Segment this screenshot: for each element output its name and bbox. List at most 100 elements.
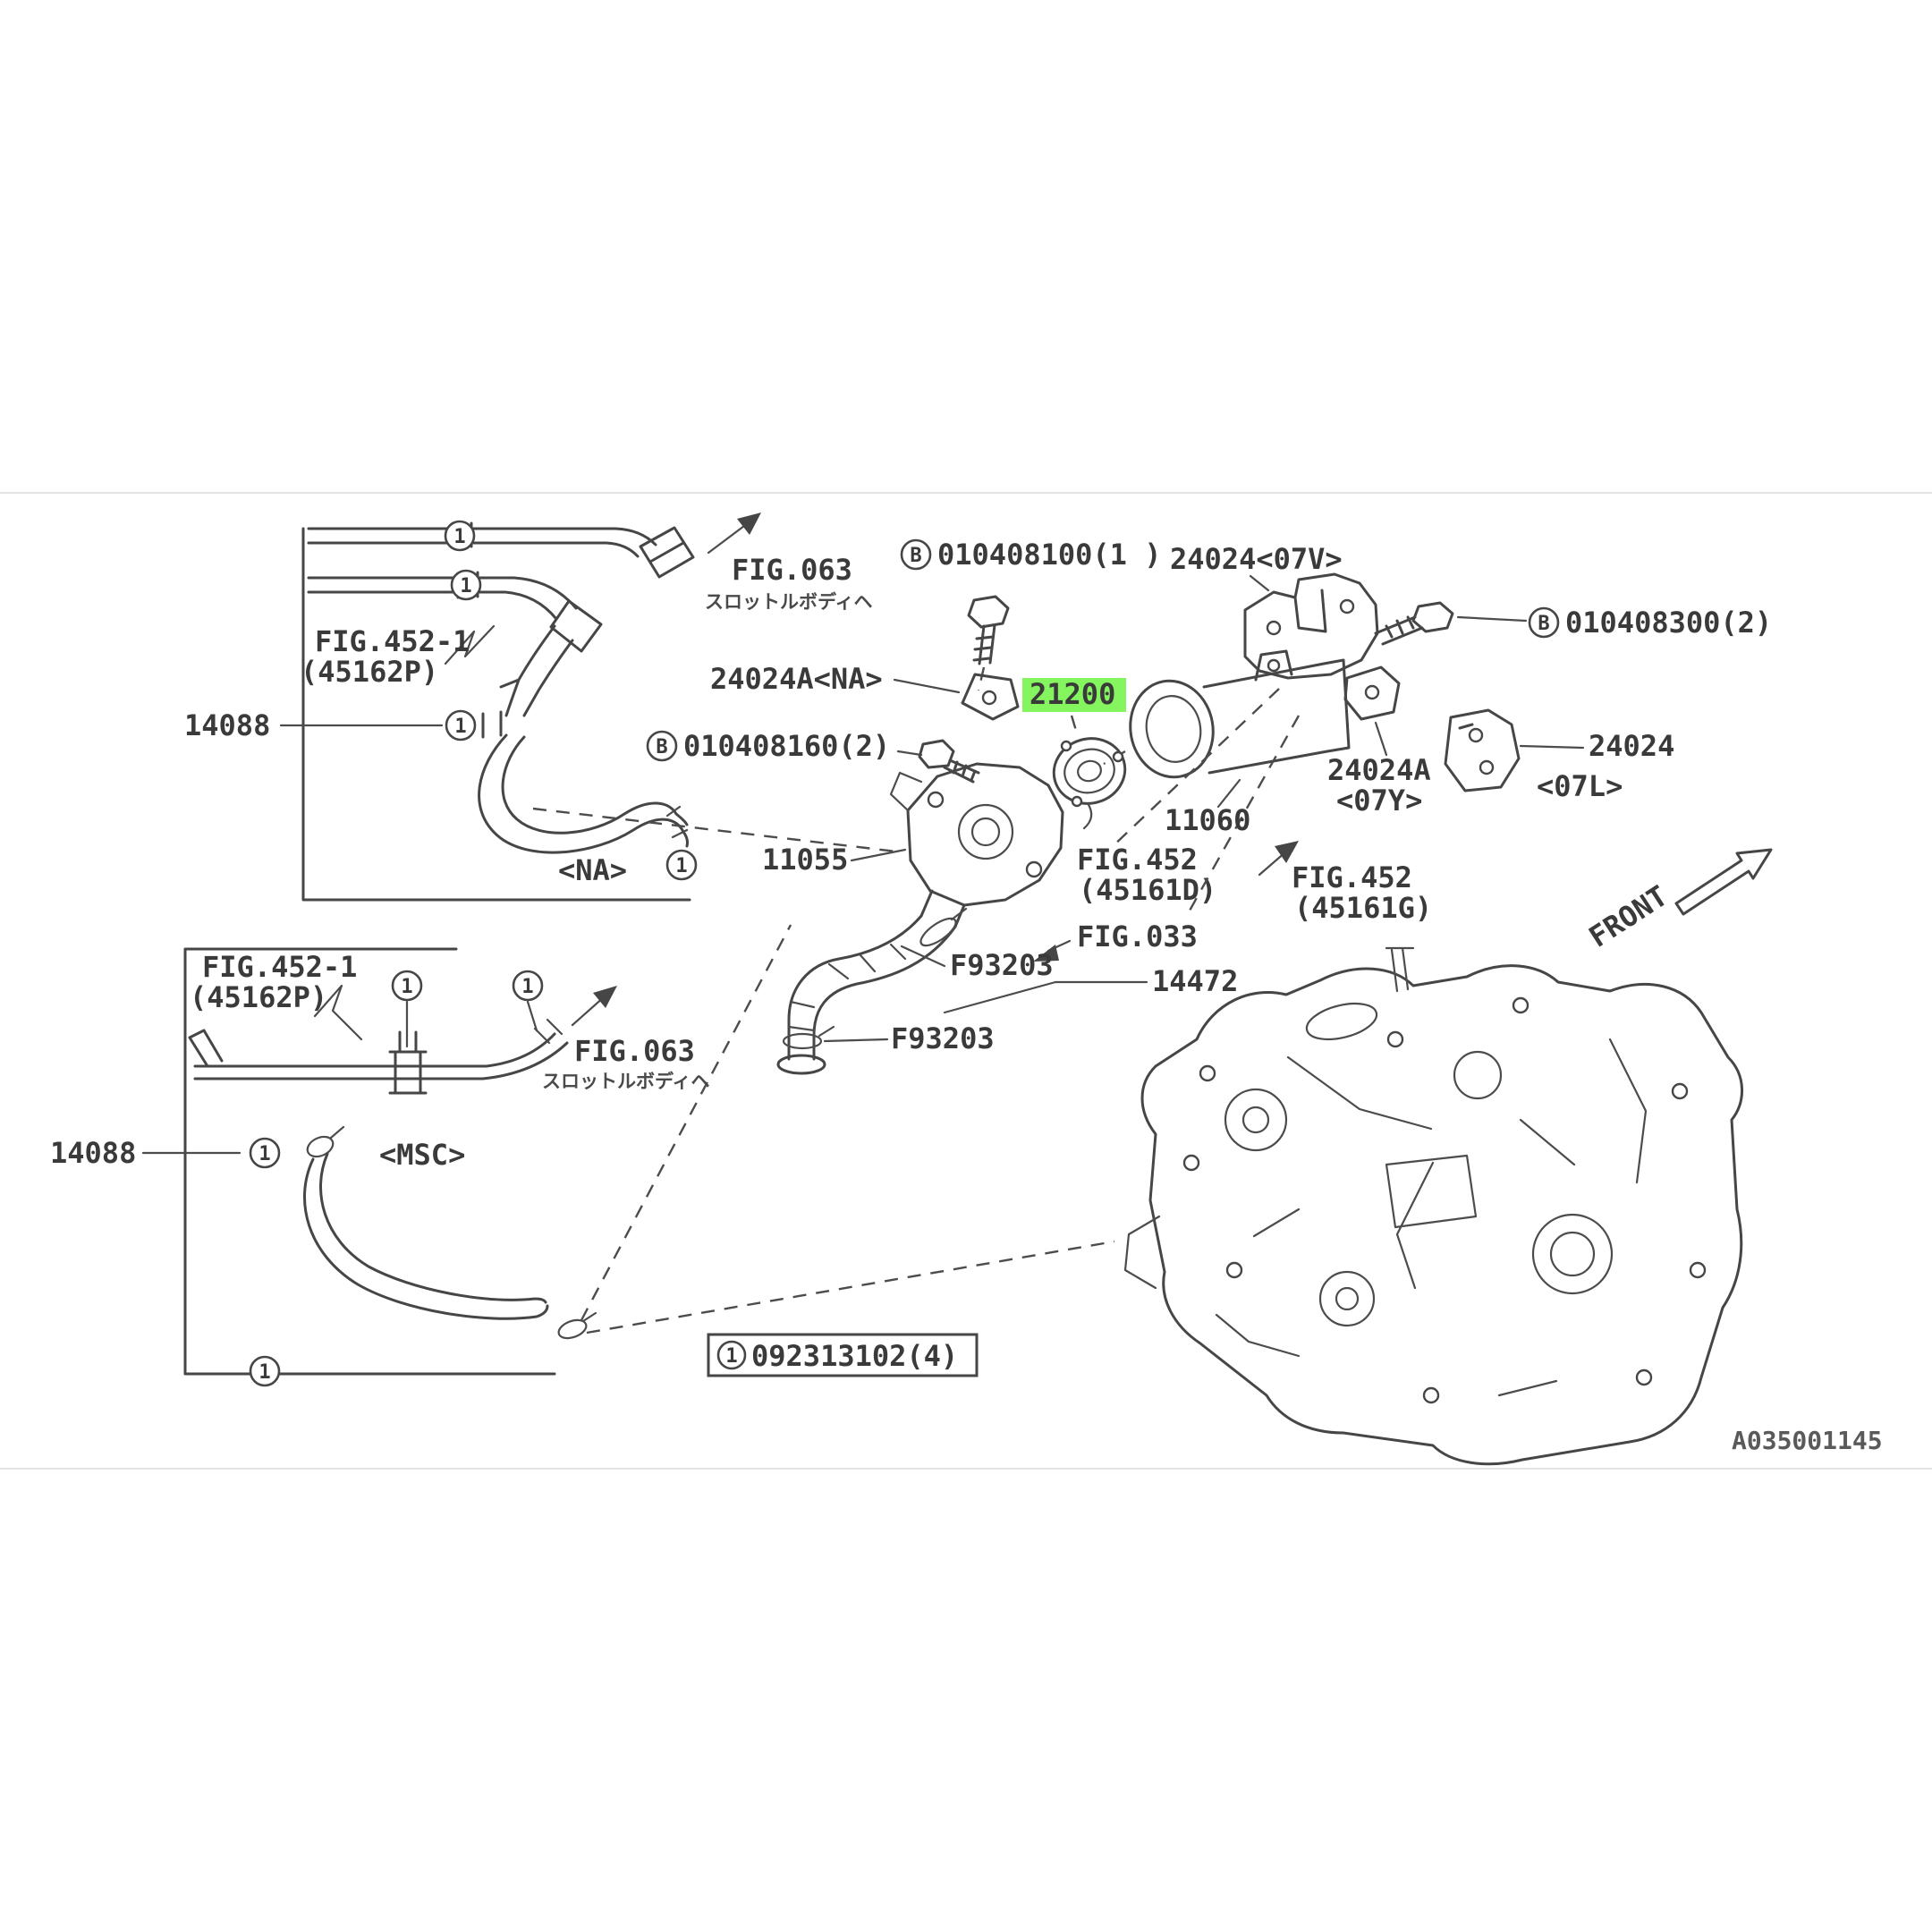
pipe-body [1202, 649, 1351, 775]
housing-seat [970, 817, 1001, 847]
label-45162p: (45162P) [190, 980, 327, 1014]
leader-line [1456, 615, 1528, 623]
zigzag-leader [444, 624, 496, 665]
front-arrow-icon [1674, 848, 1773, 916]
leader-line [823, 945, 1148, 1043]
label-throttle-body-jp: スロットルボディヘ [542, 1071, 710, 1092]
clamp-marker: 1 [450, 569, 482, 601]
thermostat-rim-hole [1060, 740, 1072, 752]
label-tag-07l: <07L> [1537, 769, 1623, 803]
label-part-14088: 14088 [184, 708, 270, 742]
bolt-hole [1025, 860, 1043, 878]
arrow-ne-icon [1275, 841, 1299, 863]
engine-outline [1140, 964, 1743, 1466]
hose-curve [478, 733, 689, 854]
engine-boss [1318, 1270, 1376, 1327]
clamp-marker: 1 [391, 970, 423, 1002]
bolt-hole [1364, 684, 1380, 700]
bolt-hole [927, 791, 945, 809]
zigzag-leader [313, 984, 363, 1041]
bolt-callout-010408160: B 010408160(2) [646, 729, 890, 763]
engine-bolt-boss [1182, 1154, 1200, 1172]
housing-tab [889, 771, 923, 812]
hose-curve [302, 1152, 549, 1320]
engine-block [1123, 946, 1743, 1466]
water-pipe-group: 24024<07V> 11060 24024A <07Y> 24024 <07L… [1110, 542, 1772, 925]
label-throttle-body-jp: スロットルボディヘ [705, 591, 873, 613]
clamp-marker: 1 [445, 709, 477, 741]
clamp-marker-number: 1 [675, 855, 687, 877]
leader-line [571, 995, 606, 1027]
legend-box [707, 1333, 979, 1377]
legend-clamp: 1 092313102(4) [707, 1333, 979, 1377]
water-pump-port [1305, 1002, 1378, 1041]
pipe-flange [1129, 679, 1215, 779]
label-tag-na: <NA> [558, 853, 627, 887]
bolt-hole [1479, 759, 1495, 775]
label-45161g: (45161G) [1294, 891, 1432, 925]
engine-bolt-boss [1689, 1261, 1707, 1279]
label-part-f93203: F93203 [891, 1021, 995, 1055]
label-part-24024a: 24024A [1327, 753, 1431, 787]
clamp-marker-number: 1 [258, 1143, 270, 1165]
clamp-tail [818, 1025, 835, 1038]
leader-line [1374, 721, 1388, 757]
relation-dashed-line [1110, 688, 1301, 911]
leader-line [1519, 744, 1585, 750]
bracket-24024-07l-shape [1444, 708, 1521, 792]
leader-line [850, 848, 907, 862]
engine-bolt-boss [1422, 1386, 1440, 1404]
bolt-icon [918, 739, 980, 784]
clamp-marker: 1 [444, 520, 476, 552]
page-band-edge [0, 492, 1932, 1470]
clamp-marker-number: 1 [460, 575, 471, 597]
clamp-marker: 1 [512, 970, 544, 1002]
label-tag-msc: <MSC> [379, 1138, 465, 1172]
engine-boss [1241, 1106, 1270, 1134]
label-fig-063: FIG.063 [574, 1034, 695, 1068]
clamp-marker: 1 [665, 849, 698, 881]
engine-bolt-boss [1225, 1261, 1243, 1279]
label-part-14088: 14088 [50, 1136, 136, 1170]
bolt-icon [967, 595, 1010, 665]
leader-line [1249, 574, 1270, 592]
bolt-hole [1267, 658, 1281, 673]
highlighted-part-21200: 21200 [1022, 677, 1126, 712]
bolt-callout-010408100: B 010408100(1 ) [900, 538, 1161, 572]
front-indicator: FRONT [1583, 848, 1773, 954]
highlight-box [1022, 678, 1126, 712]
label-bolt-010408300: 010408300(2) [1565, 606, 1772, 640]
clamp-marker: 1 [249, 1137, 281, 1169]
bracket-24024a-07y-shape [1343, 665, 1401, 721]
thermostat-shape [1063, 748, 1115, 794]
label-fig-033: FIG.033 [1077, 919, 1198, 953]
clamp-ticks [665, 805, 689, 839]
bolt-hole [981, 690, 997, 706]
engine-boss [1531, 1213, 1614, 1295]
thermostat-shape [1077, 759, 1102, 783]
bolt-callout-010408300: B 010408300(2) [1528, 606, 1772, 640]
hose-y-connector [499, 599, 603, 717]
group-bracket [183, 947, 556, 1376]
thermostat-assembly: 24024A<NA> 11055 FIG.452 (45161D) FIG.03… [646, 538, 1238, 1075]
relation-dashed-line [532, 807, 1115, 1335]
label-part-21200: 21200 [1030, 677, 1115, 711]
engine-mount-arm [1123, 1215, 1161, 1290]
hose-fitting [188, 1029, 224, 1068]
label-tag-07y: <07Y> [1336, 784, 1422, 818]
hose-clamp [306, 1135, 335, 1158]
bolt-marker-letter: B [910, 545, 921, 567]
hose-group-msc: FIG.452-1 (45162P) FIG.063 スロットルボディヘ 140… [50, 947, 710, 1387]
clamp-ticks [533, 1018, 564, 1045]
clamp-marker-number: 1 [453, 526, 465, 548]
elbow-hose [787, 914, 957, 1061]
leader-line [707, 521, 750, 555]
leader-line [1216, 778, 1241, 809]
hose-connector [639, 526, 695, 579]
clamp-tail [950, 907, 968, 921]
label-part-11055: 11055 [762, 843, 848, 877]
thermostat-rim-hole [1071, 795, 1083, 808]
label-fig-452-1: FIG.452-1 [315, 624, 470, 658]
clamp-marker-number: 1 [401, 976, 412, 998]
